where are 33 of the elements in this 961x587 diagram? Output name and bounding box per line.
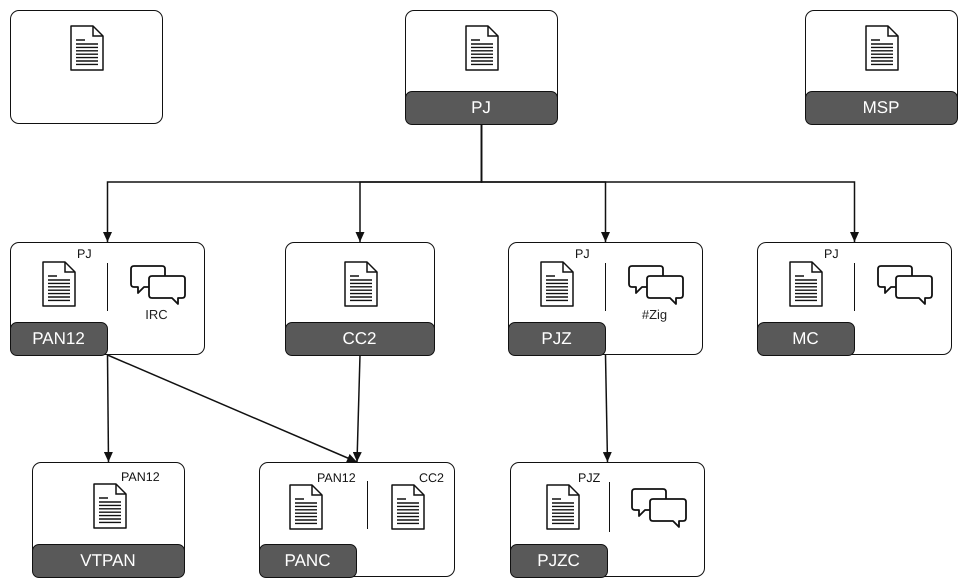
name-tab: PJ — [404, 90, 558, 124]
arrow — [104, 355, 113, 462]
arrow — [107, 354, 358, 463]
dataset-card — [10, 10, 163, 124]
dataset-card — [757, 242, 952, 355]
source-label: PAN12 — [121, 471, 160, 485]
name-tab: VTPAN — [32, 544, 184, 578]
dataset-card — [805, 10, 958, 124]
arrow — [352, 354, 362, 462]
name-tab: PANC — [258, 544, 356, 578]
source-label: PJ — [824, 248, 839, 262]
source-label: PJZ — [578, 472, 600, 486]
source-label: PJ — [77, 248, 92, 262]
name-tab: PAN12 — [10, 322, 108, 356]
dataset-card — [508, 242, 703, 355]
source-label: PJ — [575, 248, 590, 262]
name-tab: MSP — [804, 90, 958, 124]
name-tab: PJZC — [510, 544, 608, 578]
source-caption: IRC — [144, 307, 169, 324]
name-tab: PJZ — [508, 322, 606, 356]
dataset-card — [32, 462, 185, 577]
dataset-card — [510, 462, 705, 577]
arrow — [602, 354, 612, 462]
source-label: CC2 — [419, 472, 444, 486]
source-label: PAN12 — [317, 472, 356, 486]
dataset-card — [405, 10, 558, 124]
source-caption: #Zig — [640, 307, 668, 324]
dataset-card — [285, 242, 435, 355]
dataset-card — [259, 462, 455, 577]
arrow — [480, 124, 859, 242]
name-tab: MC — [756, 322, 854, 356]
name-tab: CC2 — [284, 322, 434, 356]
dataset-card — [10, 242, 205, 355]
